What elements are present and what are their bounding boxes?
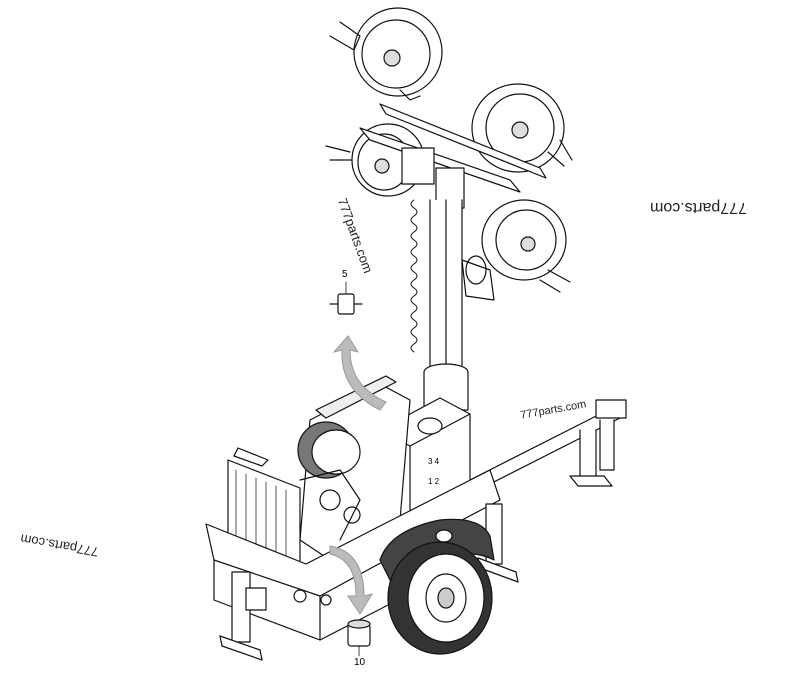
lamp-head-top-right	[471, 83, 573, 173]
tank-mark-upper: 3 4	[428, 457, 440, 466]
lamp-head-bottom-right	[481, 199, 571, 293]
tank-mark-lower: 1 2	[428, 477, 440, 486]
telescopic-mast	[423, 199, 495, 411]
callout-part-5: 5	[342, 269, 348, 280]
part-5-fuel-filter	[329, 281, 363, 315]
support-leg-front-left	[219, 571, 267, 661]
lamp-head-top-left	[329, 7, 443, 101]
watermark-top-right: 777parts.com	[650, 199, 747, 216]
tow-bar	[469, 399, 627, 491]
engine-block	[297, 375, 411, 561]
callout-part-10: 10	[354, 657, 366, 668]
arrow-down-to-part-10	[329, 545, 374, 615]
part-10-oil-filter	[347, 619, 371, 657]
coiled-cable	[410, 199, 418, 353]
trailer-wheel	[387, 541, 493, 655]
arrow-up-to-part-5	[332, 335, 387, 411]
